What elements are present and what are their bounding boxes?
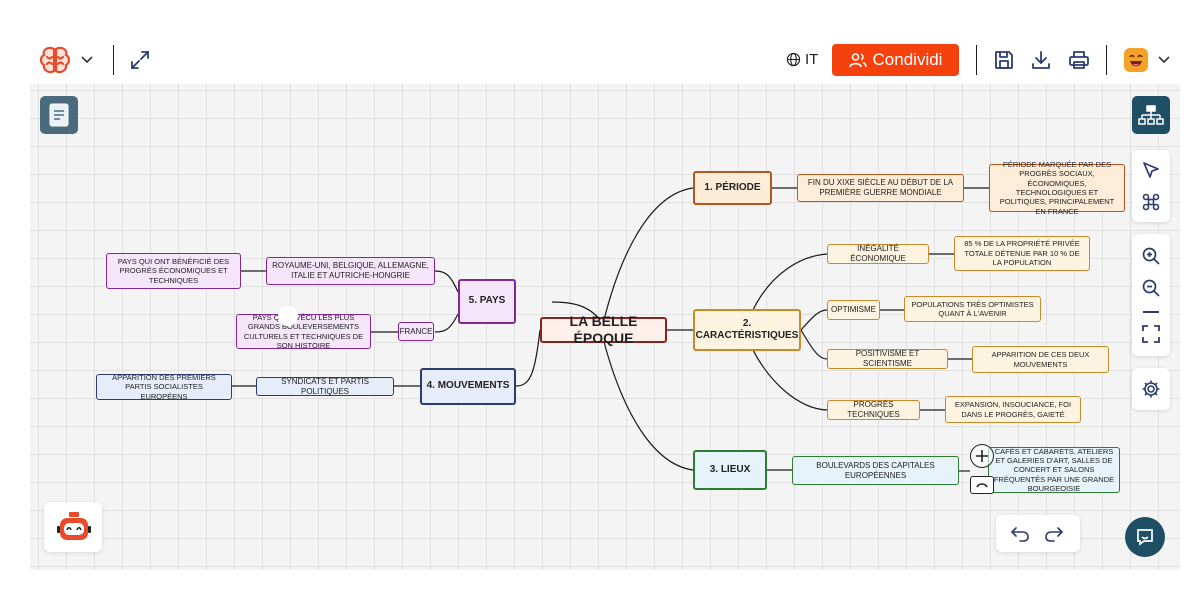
print-icon[interactable] <box>1067 48 1091 72</box>
pays-detail[interactable]: PAYS QUI ONT BÉNÉFICIÉ DES PROGRÈS ÉCONO… <box>106 253 241 289</box>
brain-logo-icon[interactable] <box>36 44 74 76</box>
download-icon[interactable] <box>1029 48 1053 72</box>
expand-icon[interactable] <box>128 48 152 72</box>
periode-child[interactable]: FIN DU XIXE SIÈCLE AU DÉBUT DE LA PREMIÈ… <box>797 174 964 202</box>
pointer-icon[interactable] <box>1139 158 1163 182</box>
node-label: POSITIVISME ET SCIENTISME <box>855 349 920 368</box>
branch-caracteristiques[interactable]: 2. CARACTÉRISTIQUES <box>693 309 801 351</box>
undo-icon[interactable] <box>1008 522 1032 546</box>
caracteristique-detail[interactable]: POPULATIONS TRÈS OPTIMISTES QUANT À L'AV… <box>904 296 1041 322</box>
caracteristique-detail[interactable]: EXPANSION, INSOUCIANCE, FOI DANS LE PROG… <box>945 396 1081 423</box>
caracteristique-item[interactable]: INÉGALITÉ ÉCONOMIQUE <box>827 244 929 264</box>
document-icon[interactable] <box>40 96 78 134</box>
language-selector[interactable]: IT <box>786 51 818 68</box>
users-icon <box>848 53 867 68</box>
caracteristique-detail[interactable]: APPARITION DE CES DEUX MOUVEMENTS <box>972 346 1109 373</box>
mouvements-detail[interactable]: APPARITION DES PREMIERS PARTIS SOCIALIST… <box>96 372 232 401</box>
node-label: FIN DU XIXE SIÈCLE AU DÉBUT DE LA PREMIÈ… <box>807 178 954 197</box>
node-label: POPULATIONS TRÈS OPTIMISTES QUANT À L'AV… <box>911 299 1034 318</box>
node-label: BOULEVARDS DES CAPITALES EUROPÉENNES <box>816 460 935 480</box>
node-label: INÉGALITÉ ÉCONOMIQUE <box>850 244 906 263</box>
share-button[interactable]: Condividi <box>832 44 959 76</box>
top-toolbar: IT Condividi <box>0 0 1200 84</box>
node-label: PAYS QUI A VÉCU LES PLUS GRANDS BOULEVER… <box>243 312 364 350</box>
branch-label: 5. PAYS <box>468 295 506 307</box>
layout-mindmap-icon[interactable] <box>1132 96 1170 134</box>
pays-child[interactable]: ROYAUME-UNI, BELGIQUE, ALLEMAGNE, ITALIE… <box>266 257 435 285</box>
chevron-down-icon[interactable] <box>80 52 94 68</box>
branch-label: 4. MOUVEMENTS <box>426 380 510 392</box>
ai-assistant-button[interactable] <box>44 502 102 552</box>
node-label: PAYS QUI ONT BÉNÉFICIÉ DES PROGRÈS ÉCONO… <box>117 256 230 285</box>
branch-label: 1. PÉRIODE <box>704 181 761 193</box>
chevron-down-icon[interactable] <box>1157 52 1171 68</box>
divider <box>1143 311 1159 313</box>
zoom-out-icon[interactable] <box>1139 276 1163 300</box>
save-icon[interactable] <box>992 48 1016 72</box>
fit-screen-icon[interactable] <box>1139 322 1163 346</box>
center-node[interactable]: LA BELLE ÉPOQUE <box>540 313 667 346</box>
gear-icon[interactable] <box>1139 377 1163 401</box>
node-label: FRANCE <box>399 326 433 336</box>
zoom-tools <box>1132 234 1170 356</box>
robot-icon <box>57 512 91 540</box>
pays-child[interactable]: FRANCE <box>398 322 434 341</box>
node-label: PROGRÈS TECHNIQUES <box>847 400 900 419</box>
selection-tools <box>1132 150 1170 222</box>
history-tools <box>996 515 1080 552</box>
divider <box>976 45 977 75</box>
chat-icon[interactable] <box>1125 517 1165 557</box>
zoom-in-icon[interactable] <box>1139 244 1163 268</box>
center-label: LA BELLE ÉPOQUE <box>569 312 638 347</box>
branch-label: 3. LIEUX <box>709 463 751 475</box>
caracteristique-item[interactable]: PROGRÈS TECHNIQUES <box>827 400 920 420</box>
node-label: PÉRIODE MARQUÉE PAR DES PROGRÈS SOCIAUX,… <box>999 159 1115 216</box>
node-handle-icon[interactable] <box>970 476 994 494</box>
caracteristique-detail[interactable]: 85 % DE LA PROPRIÉTÉ PRIVÉE TOTALE DÉTEN… <box>954 236 1090 271</box>
branch-pays[interactable]: 5. PAYS <box>458 279 516 324</box>
node-label: APPARITION DES PREMIERS PARTIS SOCIALIST… <box>112 372 216 401</box>
divider <box>1106 45 1107 75</box>
share-label: Condividi <box>872 50 943 69</box>
redo-icon[interactable] <box>1042 522 1066 546</box>
node-label: 85 % DE LA PROPRIÉTÉ PRIVÉE TOTALE DÉTEN… <box>964 239 1080 268</box>
node-label: OPTIMISME <box>831 305 876 314</box>
connector-lines <box>232 187 989 472</box>
branch-label: 2. CARACTÉRISTIQUES <box>695 317 799 342</box>
lieux-detail[interactable]: CAFÉS ET CABARETS, ATELIERS ET GALERIES … <box>988 447 1120 493</box>
cursor-dot <box>278 306 298 326</box>
caracteristique-item[interactable]: OPTIMISME <box>827 300 880 320</box>
branch-periode[interactable]: 1. PÉRIODE <box>693 171 772 205</box>
mouvements-child[interactable]: SYNDICATS ET PARTIS POLITIQUES <box>256 377 394 396</box>
branch-mouvements[interactable]: 4. MOUVEMENTS <box>420 368 516 405</box>
caracteristique-item[interactable]: POSITIVISME ET SCIENTISME <box>827 349 948 369</box>
settings-tools <box>1132 368 1170 410</box>
add-node-icon[interactable] <box>970 444 994 468</box>
divider <box>113 45 114 75</box>
node-label: ROYAUME-UNI, BELGIQUE, ALLEMAGNE, ITALIE… <box>272 261 429 280</box>
node-label: CAFÉS ET CABARETS, ATELIERS ET GALERIES … <box>993 446 1115 494</box>
periode-detail[interactable]: PÉRIODE MARQUÉE PAR DES PROGRÈS SOCIAUX,… <box>989 160 1125 216</box>
lieux-child[interactable]: BOULEVARDS DES CAPITALES EUROPÉENNES <box>792 456 959 485</box>
node-label: SYNDICATS ET PARTIS POLITIQUES <box>281 376 369 396</box>
branch-lieux[interactable]: 3. LIEUX <box>693 450 767 490</box>
language-label: IT <box>805 51 819 68</box>
command-icon[interactable] <box>1139 190 1163 214</box>
mindmap-canvas[interactable]: LA BELLE ÉPOQUE 1. PÉRIODE FIN DU XIXE S… <box>30 84 1180 570</box>
globe-icon <box>786 52 801 67</box>
node-label: APPARITION DE CES DEUX MOUVEMENTS <box>991 350 1090 369</box>
pays-detail[interactable]: PAYS QUI A VÉCU LES PLUS GRANDS BOULEVER… <box>236 312 371 350</box>
avatar-icon[interactable] <box>1122 46 1150 74</box>
node-label: EXPANSION, INSOUCIANCE, FOI DANS LE PROG… <box>954 400 1072 419</box>
